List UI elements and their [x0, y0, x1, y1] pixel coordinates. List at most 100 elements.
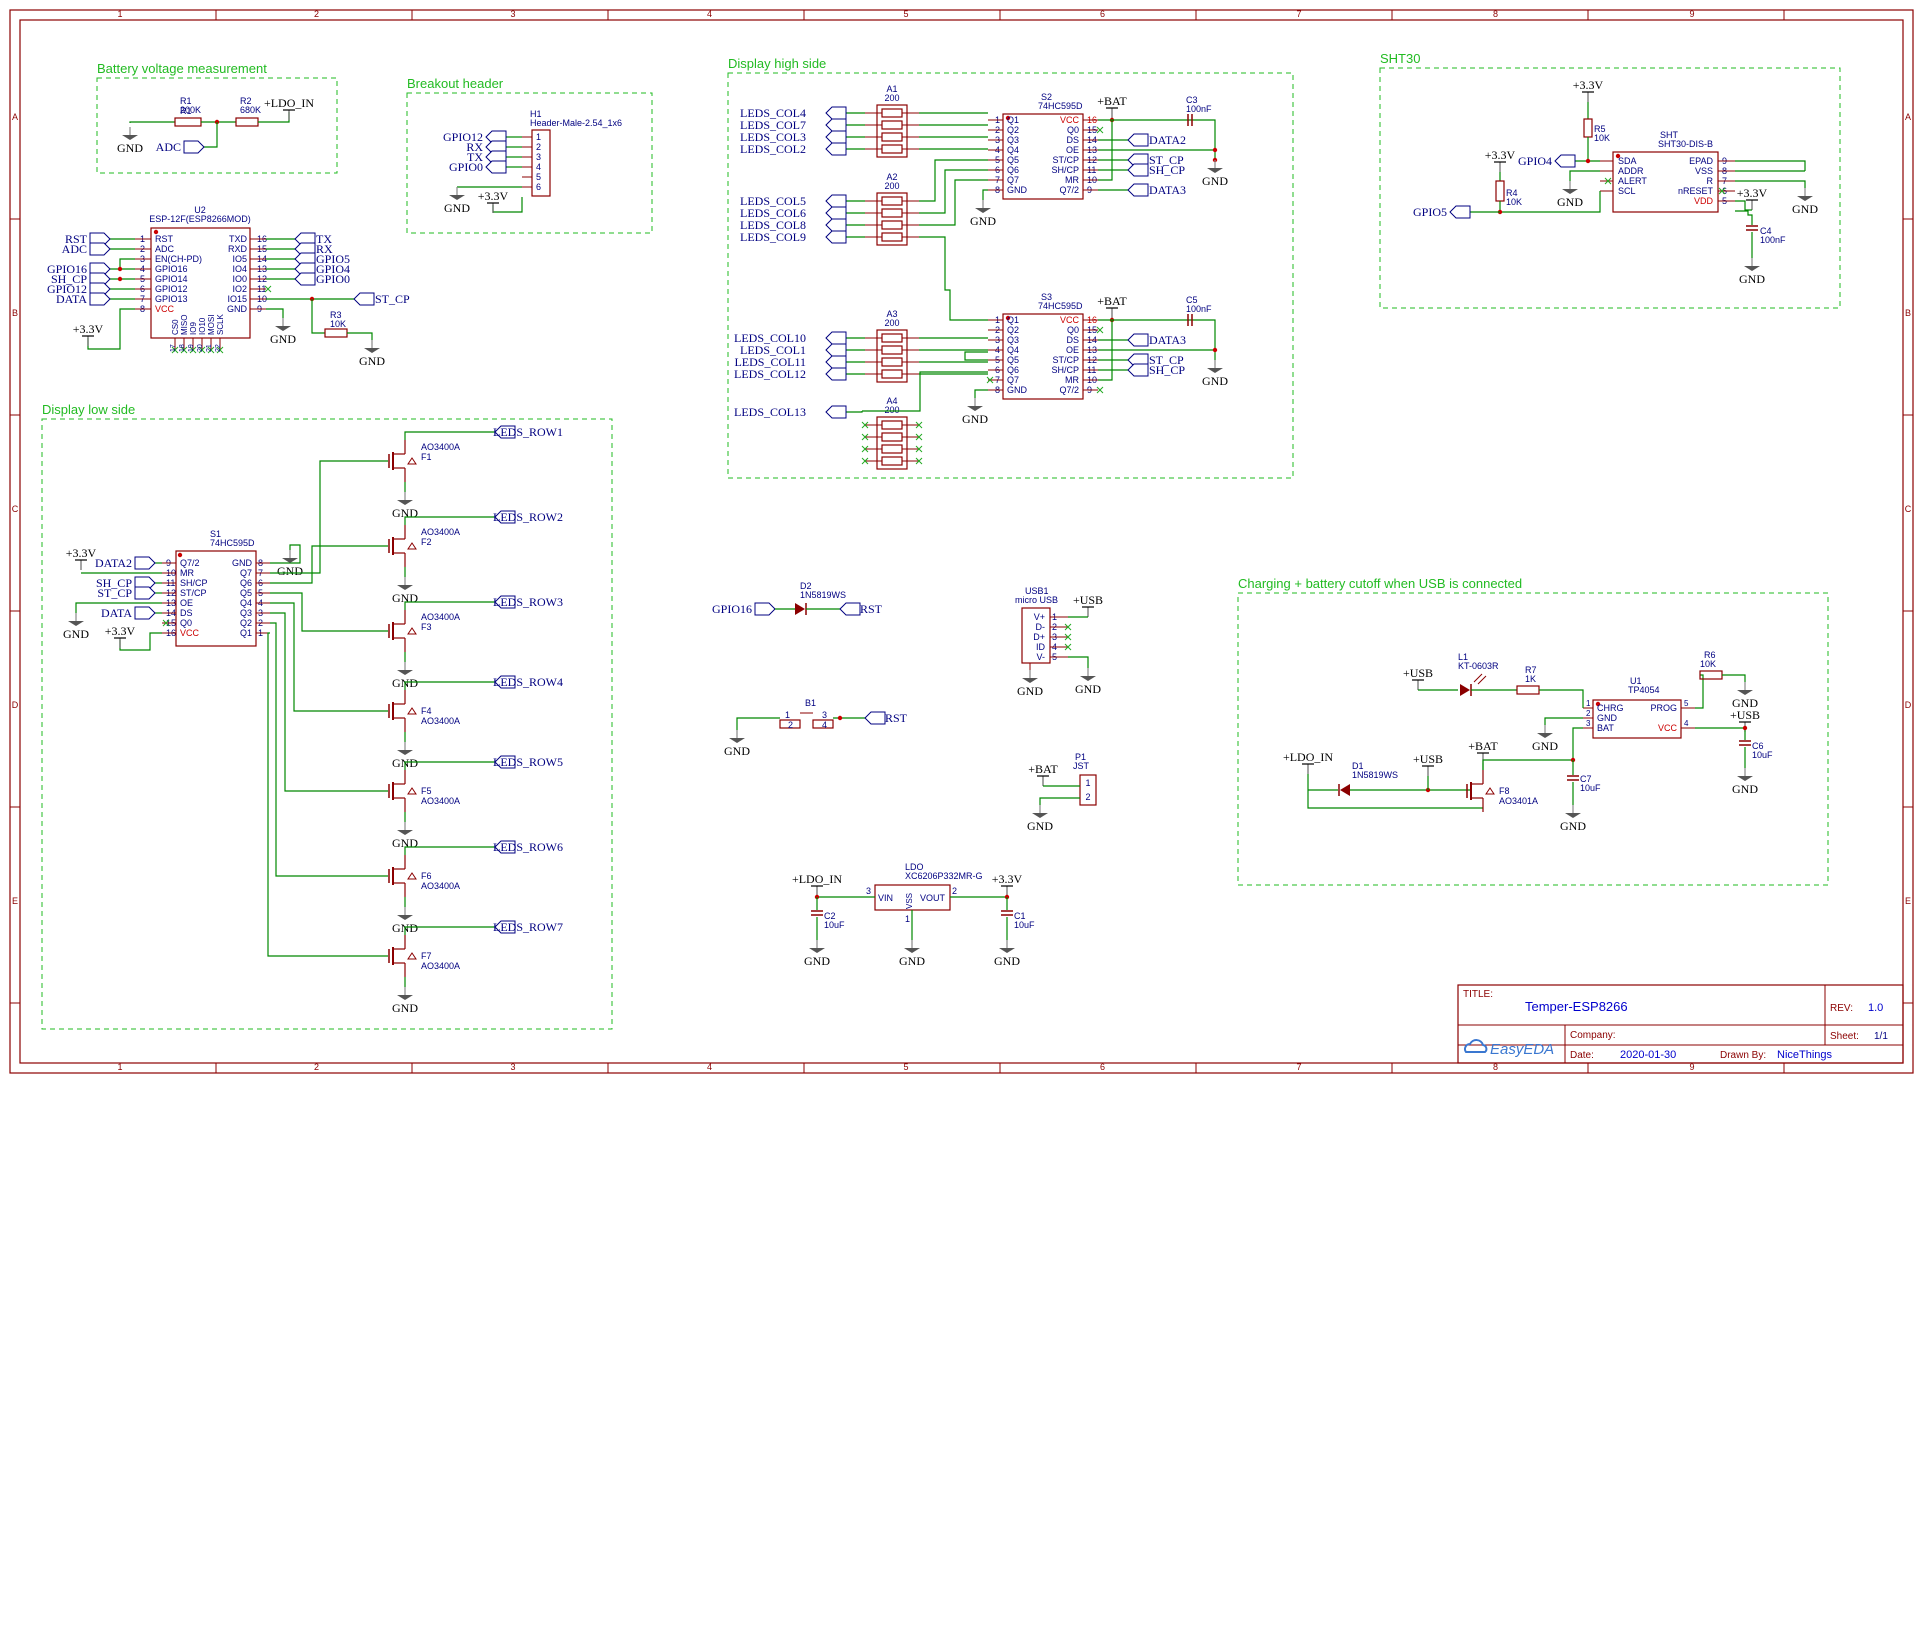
part-ref: F2 [421, 537, 432, 547]
gnd-icon [1737, 690, 1753, 695]
company-label: Company: [1570, 1030, 1616, 1041]
part-value: 10uF [1752, 750, 1773, 760]
battery-voltage-section: Battery voltage measurementGND+LDO_INR1R… [96, 61, 338, 174]
pin-name: DS [1066, 335, 1079, 345]
row-marker: C [1905, 504, 1912, 514]
net-label: SH_CP [1149, 363, 1185, 377]
gnd-symbol: GND [1739, 258, 1765, 286]
sht30-body [1612, 151, 1719, 213]
pin-number: 2 [952, 886, 957, 896]
pin-number: 17 [170, 344, 177, 352]
flag-icon [1127, 163, 1149, 177]
net-flag: GPIO16 [712, 602, 776, 616]
column-marker: 6 [1100, 1062, 1105, 1072]
net-flag [825, 355, 847, 369]
pin-name: Q7 [1007, 175, 1019, 185]
net-flag [825, 206, 847, 220]
part-value: 10K [1506, 197, 1522, 207]
gnd-icon [282, 558, 298, 563]
gnd-symbol: GND [277, 550, 303, 578]
pin-number: 3 [822, 710, 827, 720]
section-box [41, 418, 613, 1030]
pin-name: Q4 [240, 598, 252, 608]
nc-x [915, 421, 923, 429]
net-flag: DATA [101, 606, 156, 620]
resistor-body [881, 369, 903, 379]
pin-name: VCC [155, 304, 175, 314]
column-marker: 2 [314, 1062, 319, 1072]
pin-name: RXD [228, 244, 248, 254]
easyeda-logo-text: EasyEDA [1490, 1041, 1554, 1058]
no-connect-mark [1064, 633, 1072, 641]
no-connect-mark [915, 433, 923, 441]
part-value: AO3400A [421, 527, 460, 537]
net-flag [353, 292, 375, 306]
net-flag [825, 367, 847, 381]
jst-body [1079, 774, 1097, 806]
pin-name: EPAD [1689, 156, 1713, 166]
part-value: 74HC595D [210, 538, 255, 548]
part-value: Header-Male-2.54_1x6 [530, 118, 622, 128]
part-value: 10uF [1014, 920, 1035, 930]
section-box [406, 92, 653, 234]
net-label-power: +3.3V [478, 189, 509, 203]
pin-name: Q7 [240, 568, 252, 578]
net-flag [485, 160, 507, 174]
part-ref: C6 [1752, 741, 1764, 751]
power-symbol: +3.3V [66, 546, 97, 570]
flag-icon [825, 230, 847, 244]
title-label: TITLE: [1463, 989, 1493, 1000]
flag-icon [825, 106, 847, 120]
net-label-gnd: GND [962, 412, 988, 426]
flag-icon [839, 602, 861, 616]
net-label: LEDS_COL7 [740, 118, 806, 132]
pin-name: Q5 [1007, 155, 1019, 165]
net-label: GPIO12 [47, 282, 87, 296]
pin-name: Q7/2 [180, 558, 200, 568]
net-flag: SH_CP [51, 272, 111, 286]
resistor-body [324, 328, 348, 338]
net-label-power: +3.3V [992, 872, 1023, 886]
net-label: SH_CP [96, 576, 132, 590]
part-ref: A2 [886, 172, 897, 182]
pin-number: 18 [179, 344, 186, 352]
pin-number: 1 [905, 914, 910, 924]
gnd-symbol: GND [117, 127, 143, 155]
part-ref: LDO [905, 862, 924, 872]
section-title: Display low side [42, 402, 135, 417]
part-value: 10uF [1580, 783, 1601, 793]
fet-diode-icon [1485, 787, 1495, 795]
net-label-power: +BAT [1097, 94, 1127, 108]
net-label-gnd: GND [994, 954, 1020, 968]
sheet-label: Sheet: [1830, 1031, 1859, 1042]
net-label: DATA2 [1149, 133, 1186, 147]
net-flag: DATA [56, 292, 111, 306]
array-body [876, 416, 908, 470]
wire [964, 351, 988, 361]
no-connect-mark [915, 421, 923, 429]
gnd-icon [729, 738, 745, 743]
pin-name: TXD [229, 234, 248, 244]
net-flag [1127, 333, 1149, 347]
flag-icon [494, 595, 516, 609]
net-label: RX [316, 242, 333, 256]
row-marker: D [1905, 700, 1912, 710]
gnd-symbol: GND [1017, 670, 1043, 698]
net-flag [825, 142, 847, 156]
nc-x [207, 346, 215, 354]
gnd-symbol: GND [1792, 188, 1818, 216]
net-label-power: +3.3V [1485, 148, 1516, 162]
gnd-symbol: GND [392, 492, 418, 520]
pin-name: BAT [1597, 723, 1614, 733]
no-connect-mark [198, 346, 206, 354]
part-ref: P1 [1075, 752, 1086, 762]
net-label: LEDS_COL11 [734, 355, 806, 369]
part-value: ESP-12F(ESP8266MOD) [149, 214, 251, 224]
pin-name: Q0 [1067, 125, 1079, 135]
pin-name: Q6 [240, 578, 252, 588]
gnd-icon [1565, 813, 1581, 818]
